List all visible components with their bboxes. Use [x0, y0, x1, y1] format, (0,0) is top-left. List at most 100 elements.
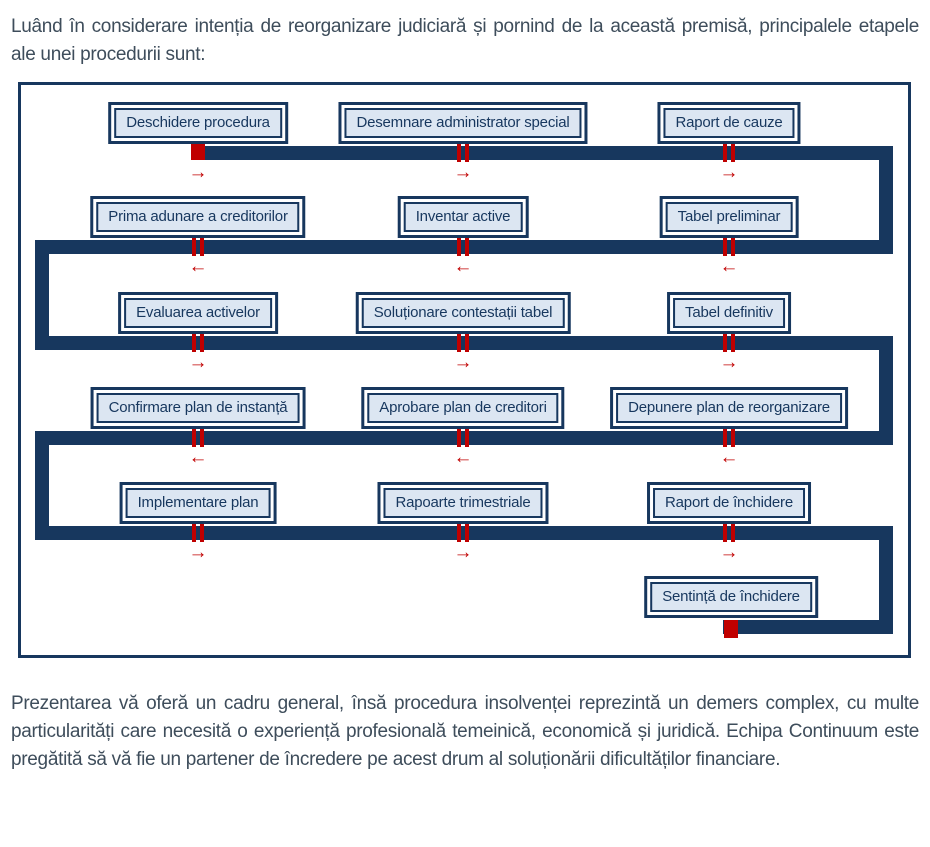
- flow-step-label: Depunere plan de reorganizare: [616, 393, 842, 423]
- flow-milestone-stripe: [192, 429, 196, 447]
- flow-step-box: Implementare plan: [119, 482, 277, 524]
- flow-milestone-mark: [723, 524, 735, 542]
- flow-step-box: Inventar active: [397, 196, 529, 238]
- flow-milestone-stripe: [731, 334, 735, 352]
- flow-milestone-stripe: [465, 144, 469, 162]
- flow-milestone-stripe: [200, 429, 204, 447]
- flow-bar: [35, 431, 893, 445]
- flow-milestone-stripe: [723, 429, 727, 447]
- flow-step-label: Rapoarte trimestriale: [383, 488, 543, 518]
- flow-arrow-right-icon: →: [453, 162, 473, 183]
- flow-step-label: Soluționare contestații tabel: [361, 298, 565, 328]
- flow-arrow-right-icon: →: [453, 352, 473, 373]
- flow-step-label: Aprobare plan de creditori: [367, 393, 559, 423]
- closing-paragraph: Prezentarea vă oferă un cadru general, î…: [11, 693, 919, 770]
- flow-step-label: Inventar active: [403, 202, 523, 232]
- flow-start-mark: [191, 144, 205, 160]
- flow-milestone-mark: [457, 524, 469, 542]
- flow-arrow-right-icon: →: [188, 542, 208, 563]
- diagram-frame: Deschidere procedura → Desemnare administr…: [18, 82, 911, 658]
- flow-milestone-stripe: [465, 524, 469, 542]
- flow-elbow: [35, 431, 49, 540]
- flow-step-box: Rapoarte trimestriale: [377, 482, 549, 524]
- flow-step-label: Tabel preliminar: [665, 202, 793, 232]
- flow-milestone-mark: [723, 429, 735, 447]
- flow-arrow-right-icon: →: [719, 542, 739, 563]
- flow-milestone-stripe: [200, 524, 204, 542]
- flow-step-box: Raport de închidere: [647, 482, 811, 524]
- flow-milestone-stripe: [731, 429, 735, 447]
- flow-milestone-mark: [457, 429, 469, 447]
- flow-step-label: Prima adunare a creditorilor: [96, 202, 300, 232]
- flow-milestone-stripe: [200, 334, 204, 352]
- flow-milestone-stripe: [723, 238, 727, 256]
- flow-step-box: Confirmare plan de instanță: [90, 387, 306, 429]
- flow-milestone-mark: [457, 144, 469, 162]
- flow-milestone-mark: [192, 238, 204, 256]
- flow-milestone-stripe: [465, 238, 469, 256]
- flow-milestone-stripe: [457, 334, 461, 352]
- flow-milestone-stripe: [457, 144, 461, 162]
- flow-step-label: Desemnare administrator special: [344, 108, 582, 138]
- flow-arrow-right-icon: →: [188, 162, 208, 183]
- flow-bar: [723, 620, 893, 634]
- flow-elbow: [879, 146, 893, 254]
- flow-step-label: Sentință de închidere: [650, 582, 812, 612]
- flow-step-box: Deschidere procedura: [108, 102, 288, 144]
- flow-step-label: Confirmare plan de instanță: [96, 393, 300, 423]
- flow-step-box: Desemnare administrator special: [338, 102, 588, 144]
- flow-milestone-stripe: [192, 238, 196, 256]
- flow-step-label: Raport de cauze: [663, 108, 795, 138]
- flow-step-box: Depunere plan de reorganizare: [610, 387, 848, 429]
- flow-arrow-left-icon: ←: [188, 256, 208, 277]
- flow-bar: [35, 240, 893, 254]
- flow-milestone-stripe: [457, 524, 461, 542]
- flow-milestone-mark: [457, 334, 469, 352]
- flow-step-box: Tabel preliminar: [659, 196, 799, 238]
- flow-bar: [35, 526, 893, 540]
- flow-step-box: Raport de cauze: [657, 102, 801, 144]
- flow-milestone-mark: [723, 334, 735, 352]
- flow-arrow-left-icon: ←: [719, 447, 739, 468]
- flow-arrow-left-icon: ←: [453, 447, 473, 468]
- flow-milestone-mark: [192, 334, 204, 352]
- flow-milestone-stripe: [192, 334, 196, 352]
- flow-step-box: Prima adunare a creditorilor: [90, 196, 306, 238]
- flow-step-label: Deschidere procedura: [114, 108, 282, 138]
- flow-step-box: Tabel definitiv: [667, 292, 791, 334]
- flow-milestone-mark: [192, 429, 204, 447]
- flow-arrow-left-icon: ←: [719, 256, 739, 277]
- flow-step-label: Tabel definitiv: [673, 298, 785, 328]
- flow-arrow-right-icon: →: [188, 352, 208, 373]
- flow-arrow-right-icon: →: [719, 162, 739, 183]
- flow-elbow: [879, 526, 893, 634]
- intro-paragraph: Luând în considerare intenția de reorgan…: [11, 16, 919, 65]
- flow-step-box: Soluționare contestații tabel: [355, 292, 571, 334]
- flow-step-box: Sentință de închidere: [644, 576, 818, 618]
- flow-milestone-stripe: [192, 524, 196, 542]
- flow-milestone-stripe: [465, 334, 469, 352]
- flow-elbow: [35, 240, 49, 350]
- flow-bar: [191, 146, 893, 160]
- flow-milestone-stripe: [457, 429, 461, 447]
- flow-milestone-mark: [723, 144, 735, 162]
- flow-milestone-stripe: [200, 238, 204, 256]
- flow-arrow-left-icon: ←: [453, 256, 473, 277]
- flow-milestone-stripe: [457, 238, 461, 256]
- flow-milestone-mark: [457, 238, 469, 256]
- flow-milestone-stripe: [731, 238, 735, 256]
- flow-step-label: Raport de închidere: [653, 488, 805, 518]
- flow-milestone-mark: [723, 238, 735, 256]
- flow-milestone-stripe: [731, 144, 735, 162]
- flow-arrow-left-icon: ←: [188, 447, 208, 468]
- flow-milestone-stripe: [723, 524, 727, 542]
- flow-milestone-stripe: [465, 429, 469, 447]
- flow-step-box: Evaluarea activelor: [118, 292, 278, 334]
- flow-milestone-stripe: [723, 144, 727, 162]
- flow-step-box: Aprobare plan de creditori: [361, 387, 565, 429]
- flow-milestone-mark: [192, 524, 204, 542]
- flow-milestone-stripe: [731, 524, 735, 542]
- flow-step-label: Implementare plan: [125, 488, 271, 518]
- flow-elbow: [879, 336, 893, 445]
- flow-end-mark: [724, 620, 738, 638]
